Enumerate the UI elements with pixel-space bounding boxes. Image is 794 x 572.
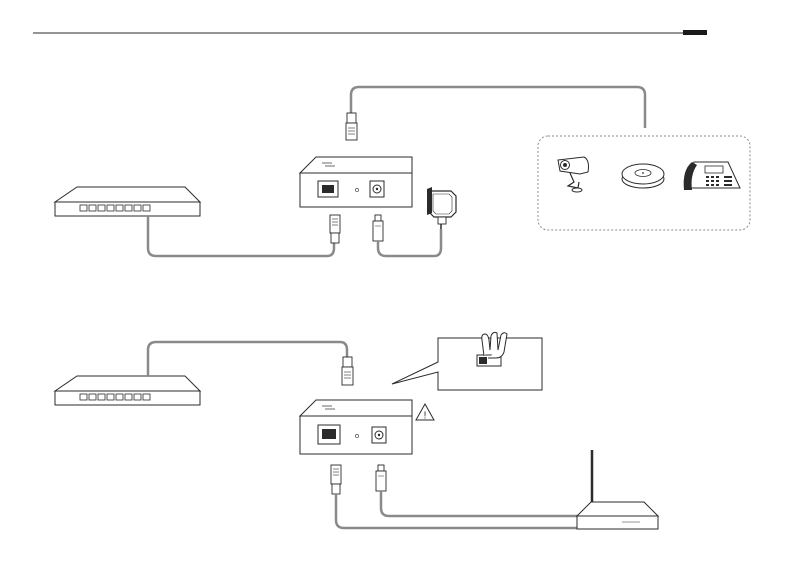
- diagram-poe-splitter: !: [55, 332, 658, 529]
- poe-splitter: [300, 400, 412, 454]
- dc-cable: [378, 229, 441, 256]
- rj45-plug: [331, 465, 341, 494]
- poe-injector: [300, 157, 412, 207]
- network-switch: [55, 187, 200, 216]
- ethernet-cable: [148, 216, 334, 256]
- warning-symbol: !: [424, 411, 427, 422]
- header-accent-bar: [683, 30, 707, 35]
- switch-setting-callout: [392, 332, 542, 390]
- page-header: [33, 30, 707, 35]
- ip-camera-icon: [558, 157, 589, 192]
- access-point-icon: [622, 164, 664, 188]
- dc-cable: [381, 491, 590, 516]
- rj45-plug: [342, 357, 353, 385]
- poe-input-cable: [148, 342, 347, 376]
- rj45-plug: [330, 215, 340, 243]
- rj45-plug: [346, 113, 357, 140]
- dc-plug: [373, 215, 383, 241]
- diagram-poe-injector: [55, 87, 750, 256]
- hand-icon: [482, 332, 507, 358]
- dc-plug: [376, 465, 386, 491]
- power-adapter: [427, 187, 456, 229]
- ethernet-cable: [336, 494, 590, 528]
- warning-icon: !: [416, 404, 434, 422]
- powered-devices-group: [538, 136, 750, 230]
- ip-phone-icon: [684, 162, 740, 190]
- network-switch: [55, 376, 200, 405]
- poe-output-cable: [351, 87, 645, 128]
- router: [577, 450, 658, 529]
